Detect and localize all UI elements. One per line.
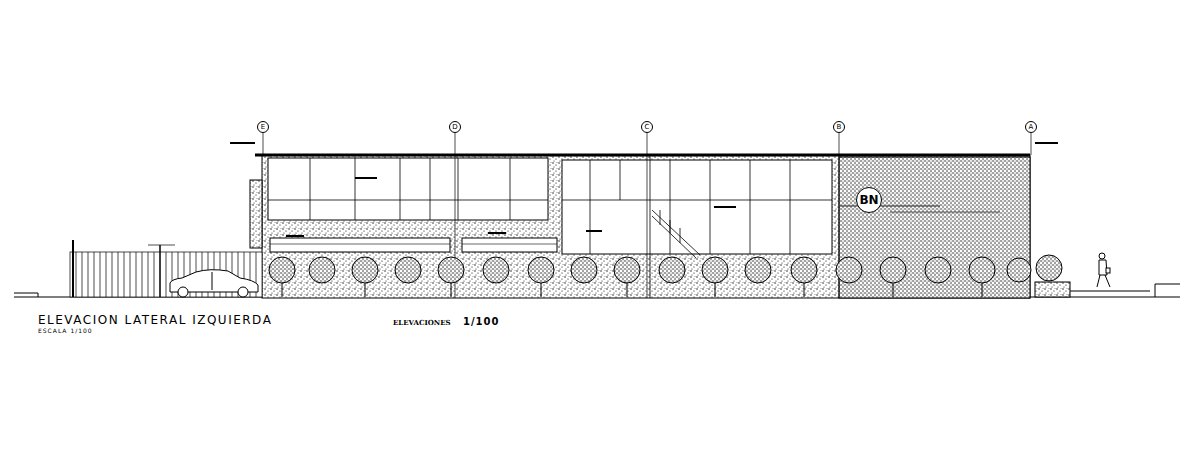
- grid-bubble: A: [1025, 121, 1037, 133]
- grid-axis: [263, 133, 1031, 298]
- grid-bubble: B: [833, 121, 845, 133]
- person: [1097, 253, 1110, 287]
- node-text: E: [261, 124, 265, 131]
- logo-badge: BN: [856, 187, 882, 213]
- trees: [269, 255, 1062, 283]
- sheet-label: ELEVACIONES: [393, 319, 451, 326]
- grid-bubble: D: [449, 121, 461, 133]
- fence: [70, 240, 262, 297]
- node-text: BN: [859, 194, 878, 206]
- node-text: D: [452, 124, 457, 131]
- node-text: A: [1029, 124, 1034, 131]
- building: [230, 143, 1058, 298]
- grid-bubble: C: [641, 121, 653, 133]
- grid-bubble: E: [257, 121, 269, 133]
- tree-trunks: [282, 283, 982, 297]
- node-text: C: [645, 124, 650, 131]
- drawing-title: ELEVACION LATERAL IZQUIERDA: [38, 314, 272, 326]
- planter: [1035, 282, 1070, 297]
- car: [170, 270, 258, 297]
- node-text: B: [837, 124, 842, 131]
- scale-label: 1/100: [463, 317, 499, 327]
- scale-note: ESCALA 1/100: [38, 328, 93, 334]
